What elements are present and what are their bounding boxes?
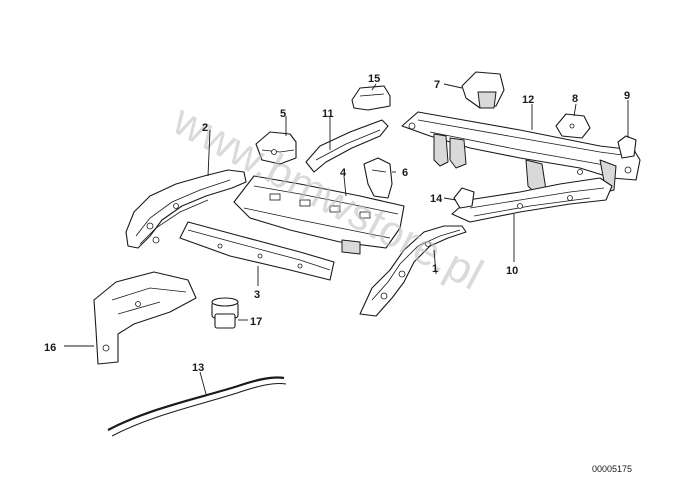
callout-17: 17 [250,316,262,328]
leader-lines [64,83,629,395]
part-12-front-crossmember[interactable] [401,111,641,195]
callout-5: 5 [280,108,286,120]
part-9-bracket[interactable] [617,135,637,159]
callout-16: 16 [44,342,56,354]
callout-10: 10 [506,265,518,277]
callout-labels: 1 2 3 4 5 6 7 8 9 10 11 12 13 14 15 16 1… [44,73,630,374]
part-15-bracket[interactable] [351,85,391,111]
callout-15: 15 [368,73,380,85]
callout-1: 1 [432,263,438,275]
part-7-bracket[interactable] [461,71,505,109]
part-5-bracket[interactable] [255,131,297,165]
part-2-side-member-left[interactable] [125,169,247,249]
part-16-mounting-bracket[interactable] [93,271,197,365]
callout-13: 13 [192,362,204,374]
callout-2: 2 [202,122,208,134]
callout-11: 11 [322,108,334,120]
part-6-bracket[interactable] [363,157,393,199]
callout-7: 7 [434,79,440,91]
callout-4: 4 [340,167,347,179]
callout-14: 14 [430,193,443,205]
part-17-plug[interactable] [211,297,239,329]
callout-12: 12 [522,94,534,106]
callout-6: 6 [402,167,408,179]
callout-3: 3 [254,289,260,301]
part-10-side-rail-right[interactable] [451,177,613,223]
part-13-seal-strip[interactable] [107,376,287,437]
part-14-bracket[interactable] [453,187,475,209]
part-4-front-panel[interactable] [233,175,405,255]
part-3-lower-crossmember[interactable] [179,221,335,281]
part-11-reinforcement[interactable] [305,119,389,173]
diagram-code: 00005175 [592,464,632,474]
part-8-bracket[interactable] [555,113,591,139]
callout-9: 9 [624,90,630,102]
callout-8: 8 [572,93,578,105]
part-1-side-member[interactable] [359,225,467,317]
